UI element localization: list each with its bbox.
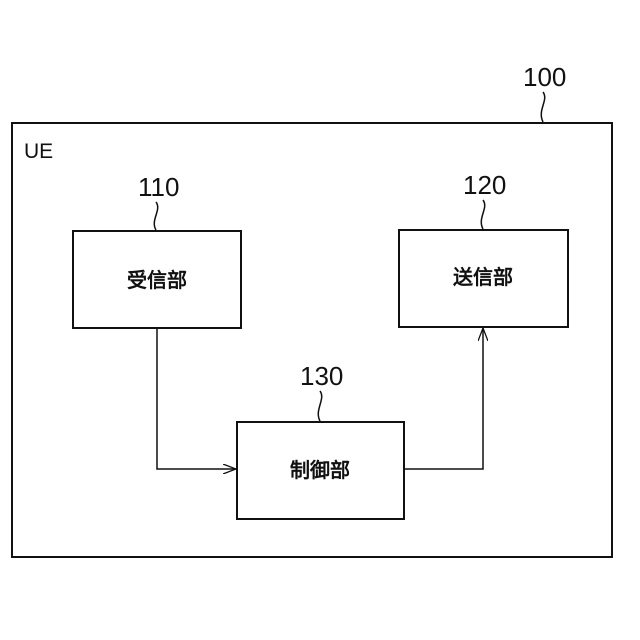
ue-device-leader-line	[541, 92, 544, 122]
receiver-to-controller-arrow	[157, 328, 236, 469]
transmitter-label: 送信部	[453, 265, 513, 289]
controller-to-transmitter-arrow	[404, 328, 483, 469]
controller-label: 制御部	[290, 458, 350, 482]
controller-ref: 130	[300, 361, 343, 391]
transmitter-leader-line	[481, 200, 484, 229]
receiver-ref: 110	[138, 172, 179, 202]
receiver-label: 受信部	[127, 268, 187, 292]
receiver-leader-line	[154, 202, 157, 230]
transmitter-ref: 120	[463, 170, 506, 200]
controller-leader-line	[318, 391, 321, 421]
ue-device-ref: 100	[523, 62, 566, 92]
ue-device-label: UE	[24, 140, 53, 163]
